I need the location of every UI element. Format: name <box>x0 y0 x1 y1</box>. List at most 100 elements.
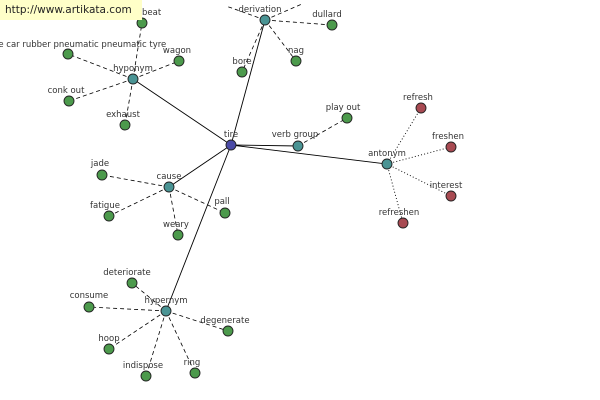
node-refresh[interactable]: refresh <box>403 93 433 114</box>
edge-cause-jade <box>101 174 170 188</box>
node-exhaust[interactable]: exhaust <box>106 110 141 131</box>
source-url-label[interactable]: http://www.artikata.com <box>0 0 142 20</box>
edge-derivation-dullard <box>264 19 333 26</box>
node-verb-group[interactable]: verb group <box>272 130 319 152</box>
node-circle[interactable] <box>236 66 248 78</box>
node-deteriorate[interactable]: deteriorate <box>103 268 151 289</box>
node-circle[interactable] <box>222 325 234 337</box>
node-ring[interactable]: ring <box>184 358 201 379</box>
node-circle[interactable] <box>189 367 201 379</box>
edge-tire-verb_group <box>230 144 299 147</box>
node-label: pall <box>214 197 229 207</box>
node-label: freshen <box>432 132 464 142</box>
edge-verb_group-play_out <box>297 117 348 147</box>
node-label: antonym <box>368 149 406 159</box>
node-bore[interactable]: bore <box>232 57 252 78</box>
node-circle[interactable] <box>381 158 393 170</box>
node-circle[interactable] <box>163 181 175 193</box>
node-fatigue[interactable]: fatigue <box>90 201 120 222</box>
node-conk-out[interactable]: conk out <box>48 86 85 107</box>
edge-cause-weary <box>168 186 179 236</box>
node-cause[interactable]: cause <box>157 172 182 193</box>
node-label: consume <box>70 291 109 301</box>
node-indispose[interactable]: indispose <box>123 361 163 382</box>
node-circle[interactable] <box>225 139 237 151</box>
node-circle[interactable] <box>219 207 231 219</box>
node-label: play out <box>326 103 361 113</box>
node-circle[interactable] <box>445 190 457 202</box>
node-label: degenerate <box>200 316 249 326</box>
node-wagon[interactable]: wagon <box>163 46 191 67</box>
node-label: nag <box>288 46 304 56</box>
edge-hypernym-degenerate <box>165 310 229 332</box>
node-circle[interactable] <box>140 370 152 382</box>
node-label: hypernym <box>144 296 187 306</box>
node-circle[interactable] <box>62 48 74 60</box>
edge-derivation-bore <box>241 19 266 73</box>
node-circle[interactable] <box>292 140 304 152</box>
node-layer: tire derivation hyponym verb group antonym ca… <box>0 5 464 382</box>
node-refreshen[interactable]: refreshen <box>379 208 420 229</box>
node-label: ring <box>184 358 201 368</box>
node-circle[interactable] <box>341 112 353 124</box>
node-circle[interactable] <box>326 19 338 31</box>
node-circle[interactable] <box>160 305 172 317</box>
edge-antonym-freshen <box>386 146 452 165</box>
node-degenerate[interactable]: degenerate <box>200 316 250 337</box>
node-label: exhaust <box>106 110 141 120</box>
node-circle[interactable] <box>173 55 185 67</box>
node-derivation[interactable]: derivation <box>238 5 282 26</box>
node-hypernym[interactable]: hypernym <box>144 296 188 317</box>
node-circle[interactable] <box>103 343 115 355</box>
edge-hypernym-hoop <box>108 310 167 350</box>
node-pall[interactable]: pall <box>214 197 231 219</box>
node-circle[interactable] <box>259 14 271 26</box>
node-circle[interactable] <box>126 277 138 289</box>
edge-hypernym-consume <box>88 306 167 312</box>
edge-hypernym-deteriorate <box>131 282 167 312</box>
edge-tire-hyponym <box>132 78 232 146</box>
node-circle[interactable] <box>397 217 409 229</box>
node-beat[interactable]: beat <box>136 8 162 29</box>
node-nag[interactable]: nag <box>288 46 304 67</box>
edge-antonym-interest <box>386 163 452 197</box>
edge-hypernym-indispose <box>145 310 167 377</box>
node-play-out[interactable]: play out <box>326 103 361 124</box>
edge-layer <box>67 3 452 377</box>
node-weary[interactable]: weary <box>163 220 189 241</box>
node-hyponym[interactable]: hyponym <box>113 64 153 85</box>
node-label: le car rubber pneumatic pneumatic tyre <box>0 40 166 50</box>
node-circle[interactable] <box>119 119 131 131</box>
edge-derivation-nag <box>264 19 297 62</box>
node-label: dullard <box>312 10 341 20</box>
node-label: conk out <box>48 86 85 96</box>
node-label: bore <box>232 57 251 67</box>
node-car-rubber[interactable]: le car rubber pneumatic pneumatic tyre <box>0 40 166 60</box>
node-circle[interactable] <box>172 229 184 241</box>
node-dullard[interactable]: dullard <box>312 10 342 31</box>
edge-tire-antonym <box>230 144 388 165</box>
edge-hyponym-beat <box>132 22 143 80</box>
node-circle[interactable] <box>290 55 302 67</box>
node-circle[interactable] <box>96 169 108 181</box>
node-circle[interactable] <box>103 210 115 222</box>
node-consume[interactable]: consume <box>70 291 109 313</box>
node-antonym[interactable]: antonym <box>368 149 406 170</box>
node-circle[interactable] <box>63 95 75 107</box>
edge-tire-hypernym <box>165 144 232 312</box>
node-jade[interactable]: jade <box>90 159 109 181</box>
edge-tire-cause <box>168 144 232 188</box>
node-label: indispose <box>123 361 163 371</box>
node-label: hoop <box>98 334 119 344</box>
node-circle[interactable] <box>445 141 457 153</box>
node-circle[interactable] <box>415 102 427 114</box>
node-label: jade <box>90 159 109 169</box>
node-interest[interactable]: interest <box>430 181 463 202</box>
node-circle[interactable] <box>83 301 95 313</box>
node-tire[interactable]: tire <box>224 130 238 151</box>
node-circle[interactable] <box>127 73 139 85</box>
node-hoop[interactable]: hoop <box>98 334 120 355</box>
node-freshen[interactable]: freshen <box>432 132 464 153</box>
node-circle[interactable] <box>136 17 148 29</box>
